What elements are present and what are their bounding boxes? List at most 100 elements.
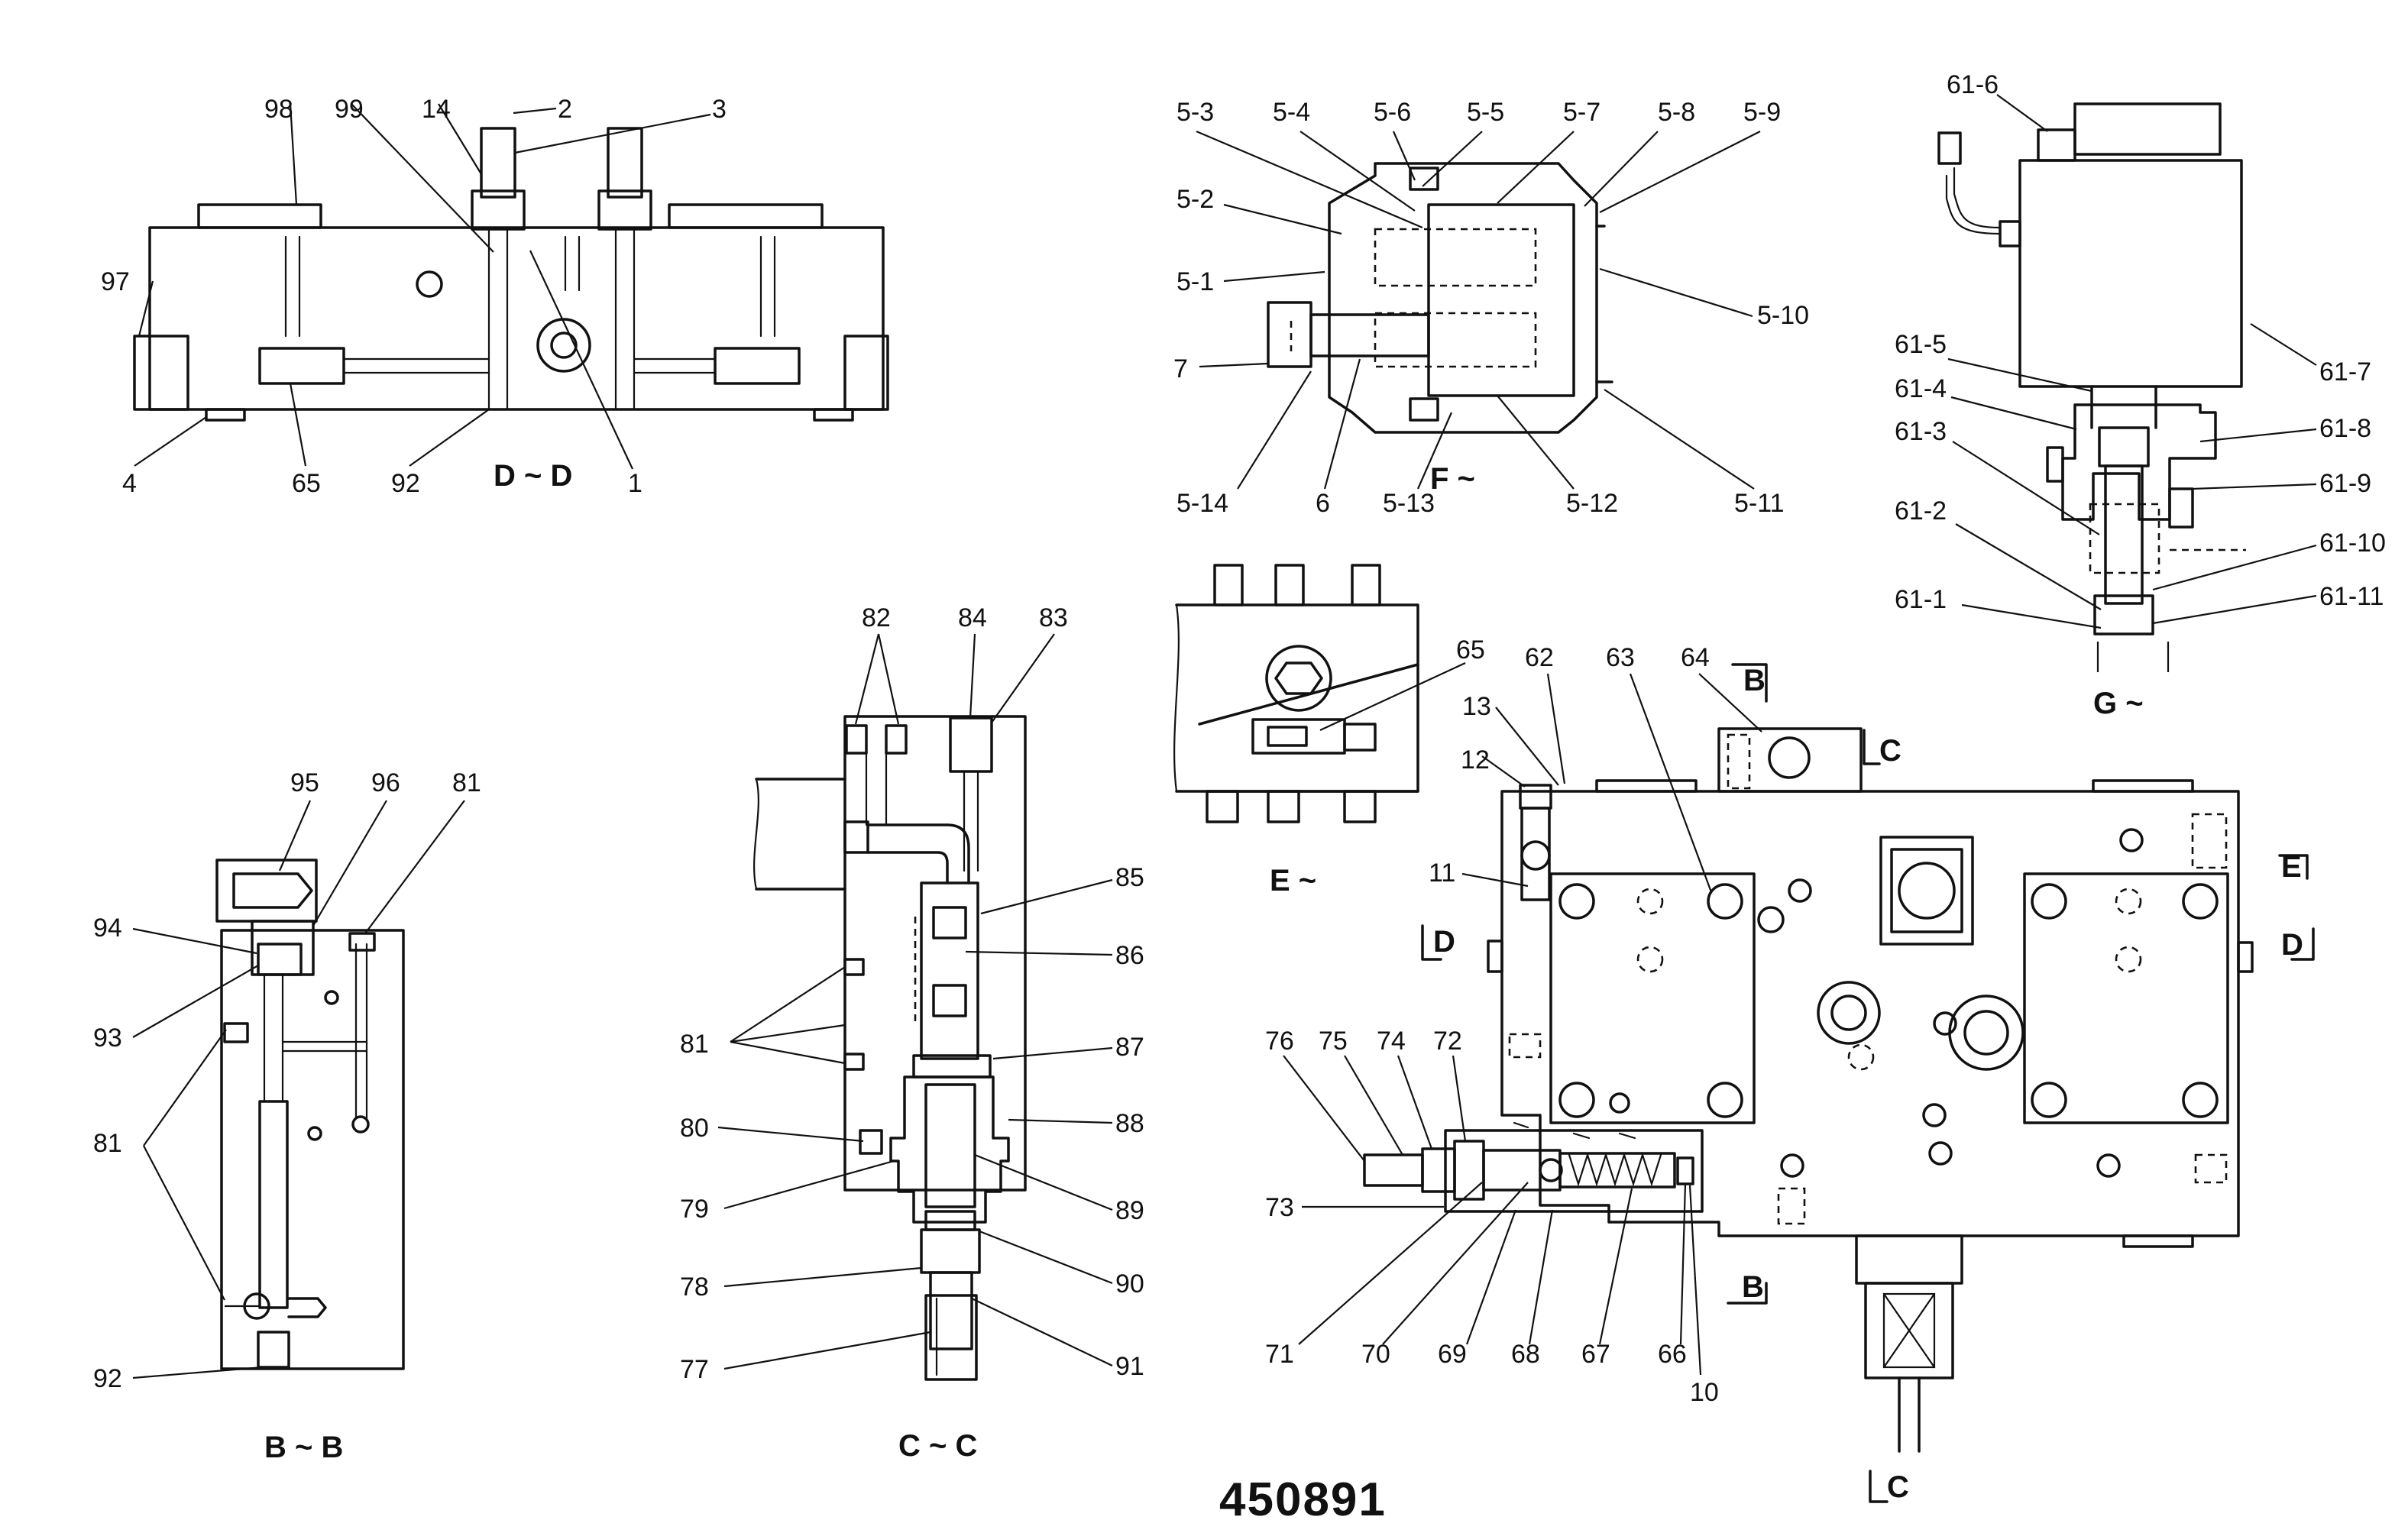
callout-label: 1: [628, 469, 642, 498]
section-marker-label: B: [1742, 1270, 1764, 1304]
callout-label: 74: [1377, 1027, 1406, 1056]
callout-label: 86: [1115, 941, 1144, 970]
callout-label: 94: [93, 914, 122, 943]
view-title: G ~: [2093, 687, 2144, 720]
callout-label: 11: [1429, 859, 1455, 888]
callout-label: 5-4: [1273, 98, 1310, 127]
callout-label: 70: [1361, 1340, 1390, 1369]
callout-label: 61-5: [1895, 330, 1947, 359]
callout-label: 61-7: [2319, 357, 2371, 386]
callout-label: 61-3: [1895, 417, 1947, 446]
section-marker-label: C: [1887, 1470, 1909, 1504]
section-marker-label: C: [1879, 734, 1901, 768]
callout-label: 61-11: [2319, 582, 2384, 611]
callout-label: 99: [335, 95, 364, 124]
callout-label: 66: [1658, 1340, 1687, 1369]
callout-label: 10: [1690, 1378, 1719, 1407]
callout-label: 2: [558, 95, 572, 124]
view-title: B ~ B: [264, 1431, 343, 1464]
callout-label: 63: [1606, 643, 1635, 672]
callout-label: 98: [264, 95, 293, 124]
callout-label: 65: [1456, 635, 1485, 665]
callout-label: 92: [93, 1364, 122, 1393]
view-d-d: 98 99 14 2 3 97 4 65 92 1 D ~ D: [101, 95, 889, 498]
section-marker-label: D: [2281, 928, 2303, 962]
view-title: D ~ D: [494, 459, 572, 493]
callout-label: 81: [680, 1030, 709, 1059]
callout-label: 83: [1039, 603, 1068, 632]
callout-label: 14: [422, 95, 451, 124]
callout-label: 5-11: [1734, 489, 1785, 518]
callout-label: 12: [1461, 745, 1490, 775]
callout-label: 5-12: [1566, 489, 1618, 518]
callout-label: 5-2: [1176, 185, 1214, 214]
view-f: 5-3 5-4 5-6 5-5 5-7 5-8 5-9 5-2 5-1 5-10…: [1173, 98, 1809, 518]
callout-label: 80: [680, 1114, 709, 1143]
callout-label: 89: [1115, 1196, 1144, 1225]
callout-label: 77: [680, 1355, 709, 1384]
callout-label: 93: [93, 1024, 122, 1053]
callout-label: 75: [1319, 1027, 1348, 1056]
callout-label: 95: [290, 768, 319, 797]
callout-label: 61-4: [1895, 374, 1947, 403]
main-assembly-view: 62 63 64 13 12 11 76 75 74 72 73 71 70 6…: [1265, 643, 2315, 1504]
callout-label: 5-6: [1374, 98, 1411, 127]
callout-label: 13: [1462, 692, 1491, 721]
callout-label: 61-1: [1895, 585, 1947, 614]
callout-label: 5-7: [1563, 98, 1600, 127]
section-marker-label: D: [1433, 925, 1455, 959]
callout-label: 81: [93, 1129, 122, 1158]
callout-label: 68: [1511, 1340, 1540, 1369]
callout-label: 61-6: [1947, 70, 1999, 99]
callout-label: 79: [680, 1195, 709, 1224]
callout-label: 67: [1581, 1340, 1610, 1369]
callout-label: 71: [1265, 1340, 1294, 1369]
callout-label: 72: [1433, 1027, 1462, 1056]
callout-label: 4: [122, 469, 137, 498]
callout-label: 73: [1265, 1193, 1294, 1222]
callout-label: 97: [101, 267, 130, 296]
callout-label: 7: [1173, 354, 1188, 383]
callout-label: 84: [958, 603, 987, 632]
callout-label: 61-10: [2319, 529, 2386, 558]
callout-label: 5-10: [1757, 301, 1809, 330]
callout-label: 78: [680, 1273, 709, 1302]
callout-label: 91: [1115, 1352, 1144, 1381]
drawing-number: 450891: [1219, 1473, 1387, 1520]
callout-label: 61-8: [2319, 414, 2371, 443]
callout-label: 64: [1681, 643, 1710, 672]
callout-label: 5-1: [1176, 267, 1214, 296]
view-g: 61-6 61-5 61-7 61-4 61-8 61-3 61-9 61-2 …: [1895, 70, 2386, 720]
view-b-b: 95 96 81 94 93 81 92 B ~ B: [93, 768, 481, 1464]
callout-label: 82: [862, 603, 891, 632]
callout-label: 90: [1115, 1269, 1144, 1298]
callout-label: 61-2: [1895, 496, 1947, 526]
callout-label: 61-9: [2319, 469, 2371, 498]
callout-label: 88: [1115, 1109, 1144, 1138]
callout-label: 76: [1265, 1027, 1294, 1056]
callout-label: 65: [292, 469, 321, 498]
callout-label: 6: [1316, 489, 1330, 518]
callout-label: 69: [1438, 1340, 1467, 1369]
callout-label: 85: [1115, 863, 1144, 892]
callout-label: 5-8: [1658, 98, 1695, 127]
view-title: F ~: [1430, 462, 1475, 496]
callout-label: 81: [452, 768, 481, 797]
callout-label: 92: [391, 469, 420, 498]
callout-label: 96: [371, 768, 400, 797]
view-e: 65 E ~: [1173, 564, 1485, 897]
section-marker-label: B: [1743, 664, 1766, 697]
callout-label: 5-14: [1176, 489, 1228, 518]
callout-label: 62: [1525, 643, 1554, 672]
view-c-c: 82 84 83 85 86 81 87 80 88 79 89 90 78 7…: [680, 603, 1144, 1463]
callout-label: 5-9: [1743, 98, 1781, 127]
callout-label: 5-13: [1383, 489, 1435, 518]
callout-label: 87: [1115, 1033, 1144, 1062]
callout-label: 5-5: [1467, 98, 1504, 127]
view-title: C ~ C: [898, 1429, 977, 1463]
section-marker-label: E: [2281, 850, 2302, 884]
view-title: E ~: [1270, 864, 1316, 897]
callout-label: 5-3: [1176, 98, 1214, 127]
